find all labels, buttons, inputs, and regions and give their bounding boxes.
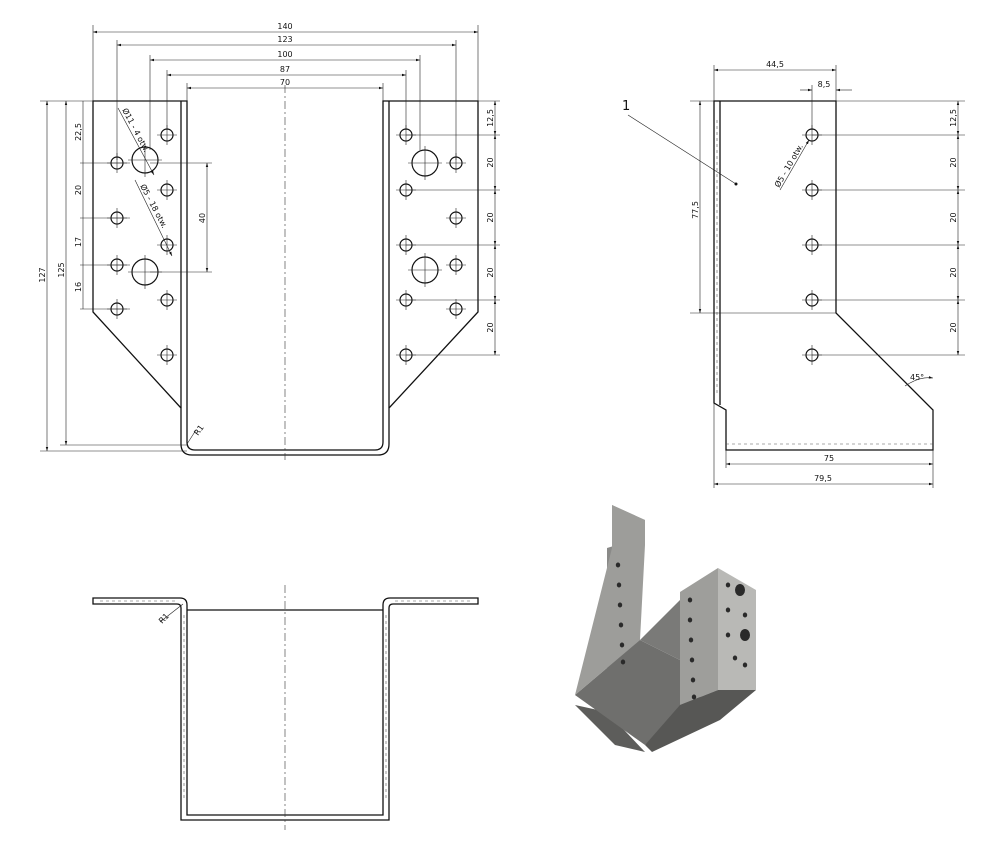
- part-number-label: 1: [622, 99, 630, 114]
- bottom-outline: [92, 597, 479, 821]
- side-spacing-dim: 12,5: [949, 109, 958, 127]
- render-hole: [732, 655, 738, 661]
- dim-20: 20: [74, 185, 83, 195]
- render-hole: [687, 617, 693, 623]
- dim-17: 17: [74, 237, 83, 247]
- dim-79-5: 79,5: [814, 474, 832, 483]
- spacing-dim: 12,5: [486, 109, 495, 127]
- spacing-dim: 20: [486, 267, 495, 277]
- side-spacing-dim: 20: [949, 212, 958, 222]
- render-hole: [616, 582, 622, 588]
- dim-16: 16: [74, 282, 83, 292]
- render-hole: [725, 582, 731, 588]
- render-hole: [725, 632, 731, 638]
- dim-70: 70: [280, 78, 290, 87]
- angle-45-label: 45°: [910, 373, 924, 382]
- render-hole: [725, 607, 731, 613]
- dim-87: 87: [280, 65, 290, 74]
- front-outline: [92, 100, 479, 456]
- render-hole: [618, 622, 624, 628]
- render-hole: [735, 584, 745, 596]
- dim-123: 123: [277, 35, 292, 44]
- render-hole: [742, 662, 748, 668]
- render-hole: [690, 677, 696, 683]
- bottom-view: R1: [92, 585, 479, 830]
- dim-125: 125: [57, 262, 66, 277]
- side-view: 1 44,5 8,5 77,5 Ø5 - 10 otw. 45° 75 79,5…: [622, 60, 965, 488]
- side-right-dimensions: 12,5 20 20 20 20: [812, 100, 965, 356]
- hanger-3d-render: [575, 505, 756, 752]
- large-holes-label: Ø11 - 4 otw.: [120, 106, 152, 153]
- top-dimensions: 140 123 100 87 70: [92, 22, 479, 160]
- render-hole: [688, 637, 694, 643]
- side-holes-label: Ø5 - 10 otw.: [772, 142, 805, 189]
- dim-44-5: 44,5: [766, 60, 784, 69]
- dim-75: 75: [824, 454, 834, 463]
- left-dimensions: 127 125 22,5 20 17 16 40 Ø11 - 4 otw. Ø5…: [38, 100, 212, 452]
- right-dimensions: 12,5 20 20 20 20: [406, 100, 500, 356]
- spacing-dim: 20: [486, 322, 495, 332]
- dim-40: 40: [198, 213, 207, 223]
- side-outline: [713, 100, 934, 451]
- spacing-dim: 20: [486, 212, 495, 222]
- side-spacing-dim: 20: [949, 157, 958, 167]
- dim-77-5: 77,5: [691, 201, 700, 219]
- side-spacing-dim: 20: [949, 322, 958, 332]
- front-view: 140 123 100 87 70 127 125 22,5 20 17 16: [38, 22, 500, 460]
- spacing-dim: 20: [486, 157, 495, 167]
- render-hole: [687, 597, 693, 603]
- dim-8-5: 8,5: [818, 80, 831, 89]
- render-hole: [742, 612, 748, 618]
- render-hole: [740, 629, 750, 641]
- render-hole: [617, 602, 623, 608]
- dim-22-5: 22,5: [74, 123, 83, 141]
- render-hole: [620, 659, 626, 665]
- radius-label: R1: [192, 423, 205, 437]
- render-hole: [615, 562, 621, 568]
- render-hole: [691, 694, 697, 700]
- side-spacing-dim: 20: [949, 267, 958, 277]
- dim-127: 127: [38, 267, 47, 282]
- dim-100: 100: [277, 50, 292, 59]
- bottom-radius-label: R1: [157, 612, 171, 626]
- render-hole: [689, 657, 695, 663]
- render-hole: [619, 642, 625, 648]
- dim-140: 140: [277, 22, 292, 31]
